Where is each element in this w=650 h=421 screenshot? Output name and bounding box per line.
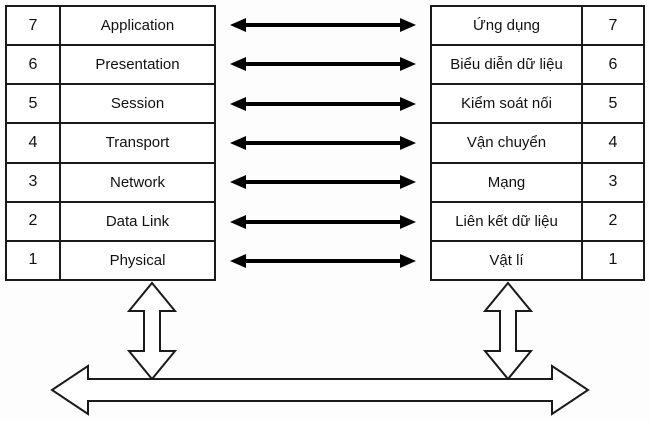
layer-name: Biểu diễn dữ liệu: [450, 56, 563, 74]
layer-number: 4: [581, 124, 643, 162]
layer-number: 6: [7, 46, 61, 84]
table-row: Vật lí 1: [432, 241, 643, 279]
double-headed-arrow-icon: [230, 17, 416, 32]
peer-arrow-slot: [216, 5, 430, 44]
table-row: Liên kết dữ liệu 2: [432, 202, 643, 242]
layer-name: Physical: [109, 251, 166, 269]
layer-name: Liên kết dữ liệu: [455, 212, 558, 230]
peer-arrow-slot: [216, 44, 430, 83]
double-headed-arrow-horizontal-icon: [50, 364, 590, 416]
table-row: 2 Data Link: [7, 202, 214, 242]
layer-name: Vận chuyển: [466, 134, 547, 152]
osi-stack-left: 7 Application 6 Presentation 5 Session 4…: [5, 5, 216, 281]
transmission-medium-arrow: [50, 364, 590, 416]
table-row: 5 Session: [7, 85, 214, 125]
layer-number: 7: [7, 7, 61, 45]
layer-number: 7: [581, 7, 643, 45]
peer-arrow-slot: [216, 123, 430, 162]
double-headed-arrow-icon: [230, 96, 416, 111]
peer-arrow-slot: [216, 84, 430, 123]
peer-arrow-slot: [216, 202, 430, 241]
layer-name: Ứng dụng: [472, 17, 541, 35]
layer-name: Kiểm soát nối: [461, 95, 552, 113]
double-headed-arrow-icon: [230, 57, 416, 72]
table-row: Mạng 3: [432, 163, 643, 203]
layer-name: Presentation: [95, 56, 180, 74]
table-row: 1 Physical: [7, 241, 214, 279]
layer-number: 2: [7, 202, 61, 240]
layer-name: Application: [100, 17, 175, 35]
table-row: Biểu diễn dữ liệu 6: [432, 46, 643, 86]
layer-number: 1: [7, 241, 61, 279]
layer-number: 2: [581, 202, 643, 240]
layer-number: 3: [7, 163, 61, 201]
table-row: 7 Application: [7, 7, 214, 47]
table-row: 3 Network: [7, 163, 214, 203]
table-row: Vận chuyển 4: [432, 124, 643, 164]
double-headed-arrow-icon: [230, 175, 416, 190]
peer-arrow-slot: [216, 163, 430, 202]
double-headed-arrow-icon: [230, 214, 416, 229]
layer-number: 1: [581, 241, 643, 279]
layer-number: 4: [7, 124, 61, 162]
layer-name: Mạng: [487, 173, 526, 191]
layer-number: 6: [581, 46, 643, 84]
double-headed-arrow-icon: [230, 135, 416, 150]
layer-name: Vật lí: [489, 251, 524, 269]
layer-name: Data Link: [105, 212, 170, 230]
double-headed-arrow-icon: [230, 254, 416, 269]
table-row: Kiểm soát nối 5: [432, 85, 643, 125]
layer-name: Transport: [105, 134, 170, 152]
table-row: Ứng dụng 7: [432, 7, 643, 47]
peer-arrow-group: [216, 5, 430, 281]
layer-number: 5: [581, 85, 643, 123]
osi-stack-right: Ứng dụng 7 Biểu diễn dữ liệu 6 Kiểm soát…: [430, 5, 645, 281]
layer-number: 5: [7, 85, 61, 123]
layer-name: Network: [109, 173, 165, 191]
table-row: 4 Transport: [7, 124, 214, 164]
layer-name: Session: [110, 95, 165, 113]
peer-arrow-slot: [216, 242, 430, 281]
table-row: 6 Presentation: [7, 46, 214, 86]
layer-number: 3: [581, 163, 643, 201]
